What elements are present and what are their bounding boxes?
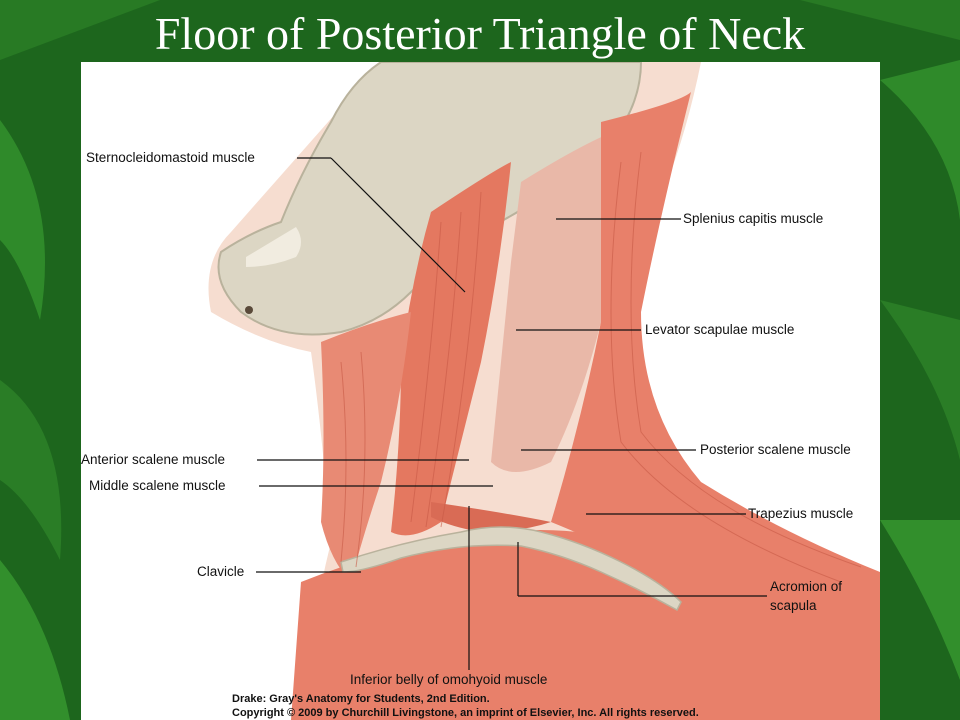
label-acromion-line1: Acromion of — [770, 579, 843, 594]
muscle-fibers — [340, 151, 862, 583]
label-splenius-capitis: Splenius capitis muscle — [683, 211, 824, 226]
label-posterior-scalene: Posterior scalene muscle — [700, 442, 851, 457]
label-middle-scalene: Middle scalene muscle — [89, 478, 226, 493]
label-trapezius: Trapezius muscle — [748, 506, 854, 521]
teeth — [246, 227, 301, 267]
label-omohyoid: Inferior belly of omohyoid muscle — [350, 672, 548, 687]
leader-lines — [256, 157, 767, 670]
scalene-muscles-shape — [321, 312, 411, 582]
mental-foramen — [245, 306, 253, 314]
credit-line-1: Drake: Gray's Anatomy for Students, 2nd … — [232, 693, 490, 705]
clavicle-bone — [340, 526, 682, 612]
label-levator-scapulae: Levator scapulae muscle — [645, 322, 795, 337]
label-acromion-line2: scapula — [770, 598, 817, 613]
chest-muscles — [291, 530, 880, 720]
slide-title: Floor of Posterior Triangle of Neck — [154, 8, 806, 59]
credit-line-2: Copyright © 2009 by Churchill Livingston… — [232, 707, 699, 719]
anatomy-figure: Sternocleidomastoid muscle Splenius capi… — [81, 62, 880, 720]
label-anterior-scalene: Anterior scalene muscle — [81, 452, 226, 467]
label-clavicle: Clavicle — [197, 564, 245, 579]
label-sternocleidomastoid: Sternocleidomastoid muscle — [86, 150, 255, 165]
omohyoid-shape — [431, 502, 551, 532]
neck-illustration — [208, 62, 880, 720]
